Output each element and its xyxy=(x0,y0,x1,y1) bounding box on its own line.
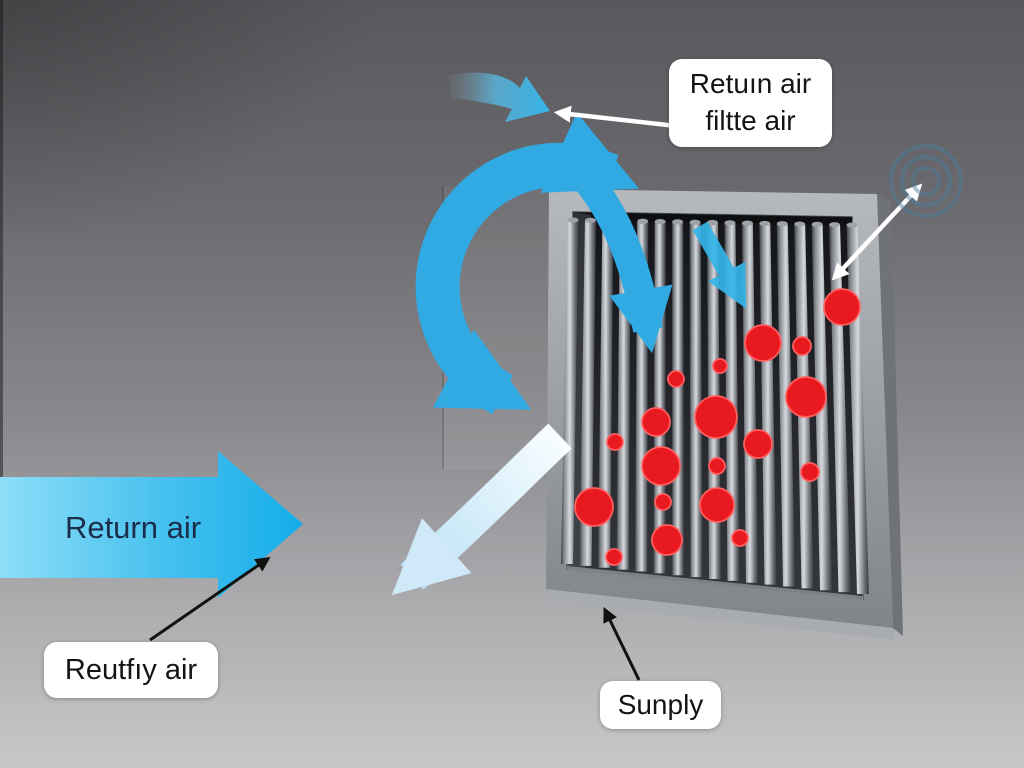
dust-particle xyxy=(785,376,827,418)
filter-bottom-sill xyxy=(567,566,863,604)
dust-particle xyxy=(694,395,738,439)
left-edge-shadow xyxy=(0,0,3,478)
dust-particle xyxy=(708,457,726,475)
pointer-return-filter-label xyxy=(553,105,677,129)
rectify-label-text: Reutfıy air xyxy=(64,653,198,686)
return-filter-label-box: Retuın air filtte air xyxy=(669,59,832,147)
into-filter-arrow-large xyxy=(571,165,673,354)
filter-frame-right-side xyxy=(877,194,903,636)
pointer-rectify-label xyxy=(149,556,271,642)
dust-particle xyxy=(823,288,861,326)
filter-pleat-cap xyxy=(829,222,841,228)
clean-air-swoosh-arrow xyxy=(391,423,572,596)
dust-particle xyxy=(605,548,623,566)
filter-pleat xyxy=(741,223,758,583)
dust-particle xyxy=(731,529,749,547)
dust-particle xyxy=(712,358,728,374)
dust-particle xyxy=(800,462,820,482)
supply-label-box: Sunply xyxy=(600,681,721,729)
filter-pleat-cap xyxy=(741,220,753,226)
pointer-filter-to-spiral-double xyxy=(831,183,923,281)
filter-pleat-cap xyxy=(672,219,684,225)
return-filter-label-line1: Retuın air xyxy=(689,68,812,100)
dust-particle xyxy=(641,446,681,486)
dust-particle xyxy=(744,324,782,362)
dust-particle xyxy=(651,524,683,556)
circulation-arrow xyxy=(415,112,640,415)
filter-pleat-cap xyxy=(724,220,736,226)
ripple-icon xyxy=(889,144,963,218)
filter-pleat xyxy=(689,222,703,578)
annotation-pointers xyxy=(149,105,923,681)
into-filter-arrow-small xyxy=(692,221,747,309)
filter-pleat xyxy=(776,223,795,587)
dust-particle xyxy=(654,493,672,511)
filter-pleat-cap xyxy=(794,221,806,227)
pointer-supply-label xyxy=(603,607,641,681)
rectify-label-box: Reutfıy air xyxy=(44,642,218,698)
filter-pleat xyxy=(672,221,684,576)
supply-label-text: Sunply xyxy=(617,688,704,720)
filter-pleat-cap xyxy=(654,218,666,225)
dust-particle xyxy=(574,487,614,527)
return-air-arrow-shape xyxy=(0,451,303,598)
filter-pleat-cap xyxy=(584,217,596,223)
dust-particle xyxy=(743,429,773,459)
filter-pleat-cap xyxy=(776,221,788,227)
dust-particles xyxy=(574,288,861,566)
filter-pleat-cap xyxy=(689,219,701,225)
return-filter-label-line2: filtte air xyxy=(705,105,796,136)
return-air-arrow: Return air xyxy=(0,451,303,598)
filter-pleat-cap xyxy=(759,220,771,227)
filter-pleat-cap xyxy=(637,218,649,224)
dust-particle xyxy=(606,433,624,451)
filter-pleat xyxy=(653,221,666,574)
filter-pleat-cap xyxy=(707,219,718,226)
filter-pleat xyxy=(759,223,777,585)
filter-pleat-cap xyxy=(567,217,579,223)
filter-frame-bottom-side xyxy=(546,589,896,640)
dust-particle xyxy=(641,407,671,437)
dust-particle xyxy=(699,487,735,523)
dust-particle xyxy=(667,370,685,388)
dust-particle xyxy=(792,336,812,356)
airflow-arrows xyxy=(391,72,747,596)
return-air-arrow-label: Return air xyxy=(65,510,201,545)
top-small-return-arrow xyxy=(448,72,550,122)
filter-pleat-cap xyxy=(811,221,823,227)
filter-pleat-cap xyxy=(846,222,858,228)
